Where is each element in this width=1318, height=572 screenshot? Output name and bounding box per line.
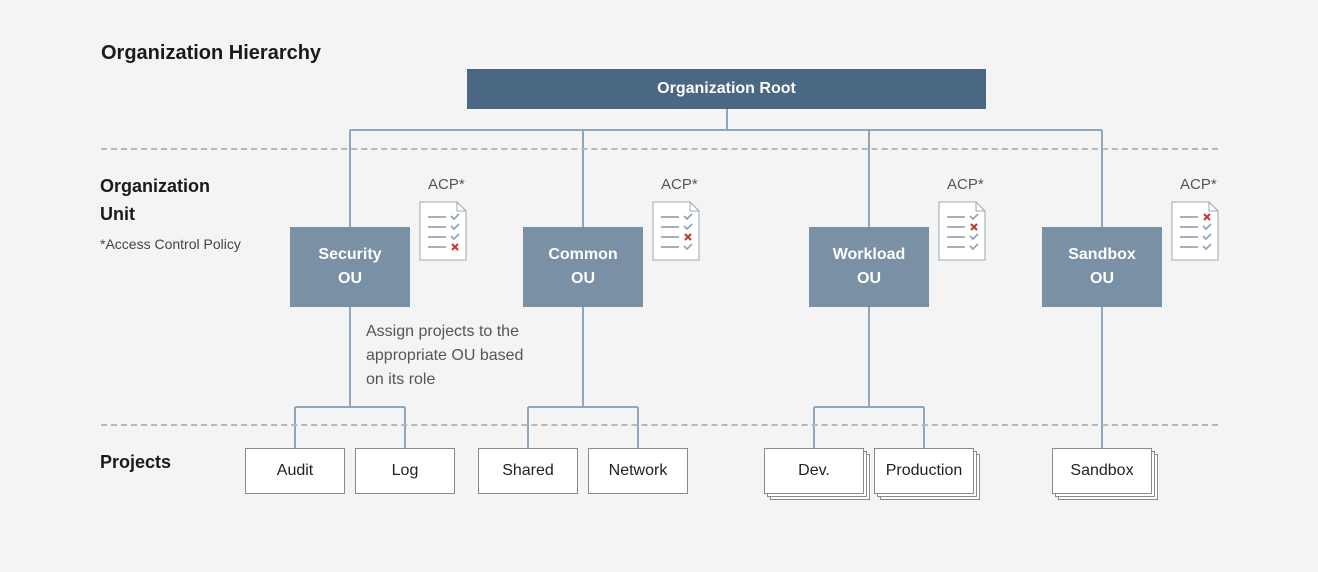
- acp-label-workload: ACP*: [947, 176, 984, 193]
- project-dev: Dev.: [764, 448, 864, 494]
- ou-common: Common OU: [523, 227, 643, 307]
- cross-icon: [1203, 213, 1211, 221]
- document-fold: [456, 202, 466, 212]
- assignment-note: Assign projects to the appropriate OU ba…: [366, 320, 566, 392]
- policy-document-icon: [938, 201, 986, 261]
- project-network: Network: [588, 448, 688, 494]
- assignment-note-line2: appropriate OU based: [366, 347, 524, 364]
- ou-suffix: OU: [571, 270, 595, 287]
- ou-workload: Workload OU: [809, 227, 929, 307]
- divider-ou: [101, 148, 1218, 150]
- cross-icon: [684, 233, 692, 241]
- ou-suffix: OU: [1090, 270, 1114, 287]
- check-icon: [1202, 233, 1212, 241]
- acp-footnote: *Access Control Policy: [100, 236, 241, 252]
- divider-projects: [101, 424, 1218, 426]
- check-icon: [450, 233, 460, 241]
- check-icon: [683, 243, 693, 251]
- ou-name: Common: [548, 246, 618, 263]
- cross-icon: [970, 223, 978, 231]
- ou-suffix: OU: [338, 270, 362, 287]
- check-icon: [450, 223, 460, 231]
- section-label-ou: Organization Unit: [100, 172, 210, 228]
- section-label-projects: Projects: [100, 452, 172, 472]
- ou-name: Security: [318, 246, 382, 263]
- project-log: Log: [355, 448, 455, 494]
- ou-sandbox: Sandbox OU: [1042, 227, 1162, 307]
- assignment-note-line3: on its role: [366, 371, 436, 388]
- document-fold: [975, 202, 985, 212]
- check-icon: [683, 223, 693, 231]
- organization-root: Organization Root: [467, 69, 986, 109]
- check-icon: [683, 213, 693, 221]
- policy-document-icon: [419, 201, 467, 261]
- document-fold: [689, 202, 699, 212]
- acp-label-common: ACP*: [661, 176, 698, 193]
- project-production: Production: [874, 448, 974, 494]
- ou-name: Workload: [832, 246, 906, 263]
- check-icon: [969, 233, 979, 241]
- ou-security: Security OU: [290, 227, 410, 307]
- section-label-ou-line2: Unit: [100, 204, 135, 224]
- ou-name: Sandbox: [1068, 246, 1136, 263]
- policy-document-icon: [652, 201, 700, 261]
- assignment-note-line1: Assign projects to the: [366, 323, 519, 340]
- project-shared: Shared: [478, 448, 578, 494]
- acp-label-security: ACP*: [428, 176, 465, 193]
- check-icon: [1202, 243, 1212, 251]
- check-icon: [969, 213, 979, 221]
- policy-document-icon: [1171, 201, 1219, 261]
- check-icon: [1202, 223, 1212, 231]
- check-icon: [969, 243, 979, 251]
- project-audit: Audit: [245, 448, 345, 494]
- document-fold: [1208, 202, 1218, 212]
- section-label-ou-line1: Organization: [100, 176, 211, 196]
- diagram-title: Organization Hierarchy: [101, 42, 322, 64]
- cross-icon: [451, 243, 459, 251]
- acp-label-sandbox: ACP*: [1180, 176, 1217, 193]
- project-sandbox: Sandbox: [1052, 448, 1152, 494]
- check-icon: [450, 213, 460, 221]
- ou-suffix: OU: [857, 270, 881, 287]
